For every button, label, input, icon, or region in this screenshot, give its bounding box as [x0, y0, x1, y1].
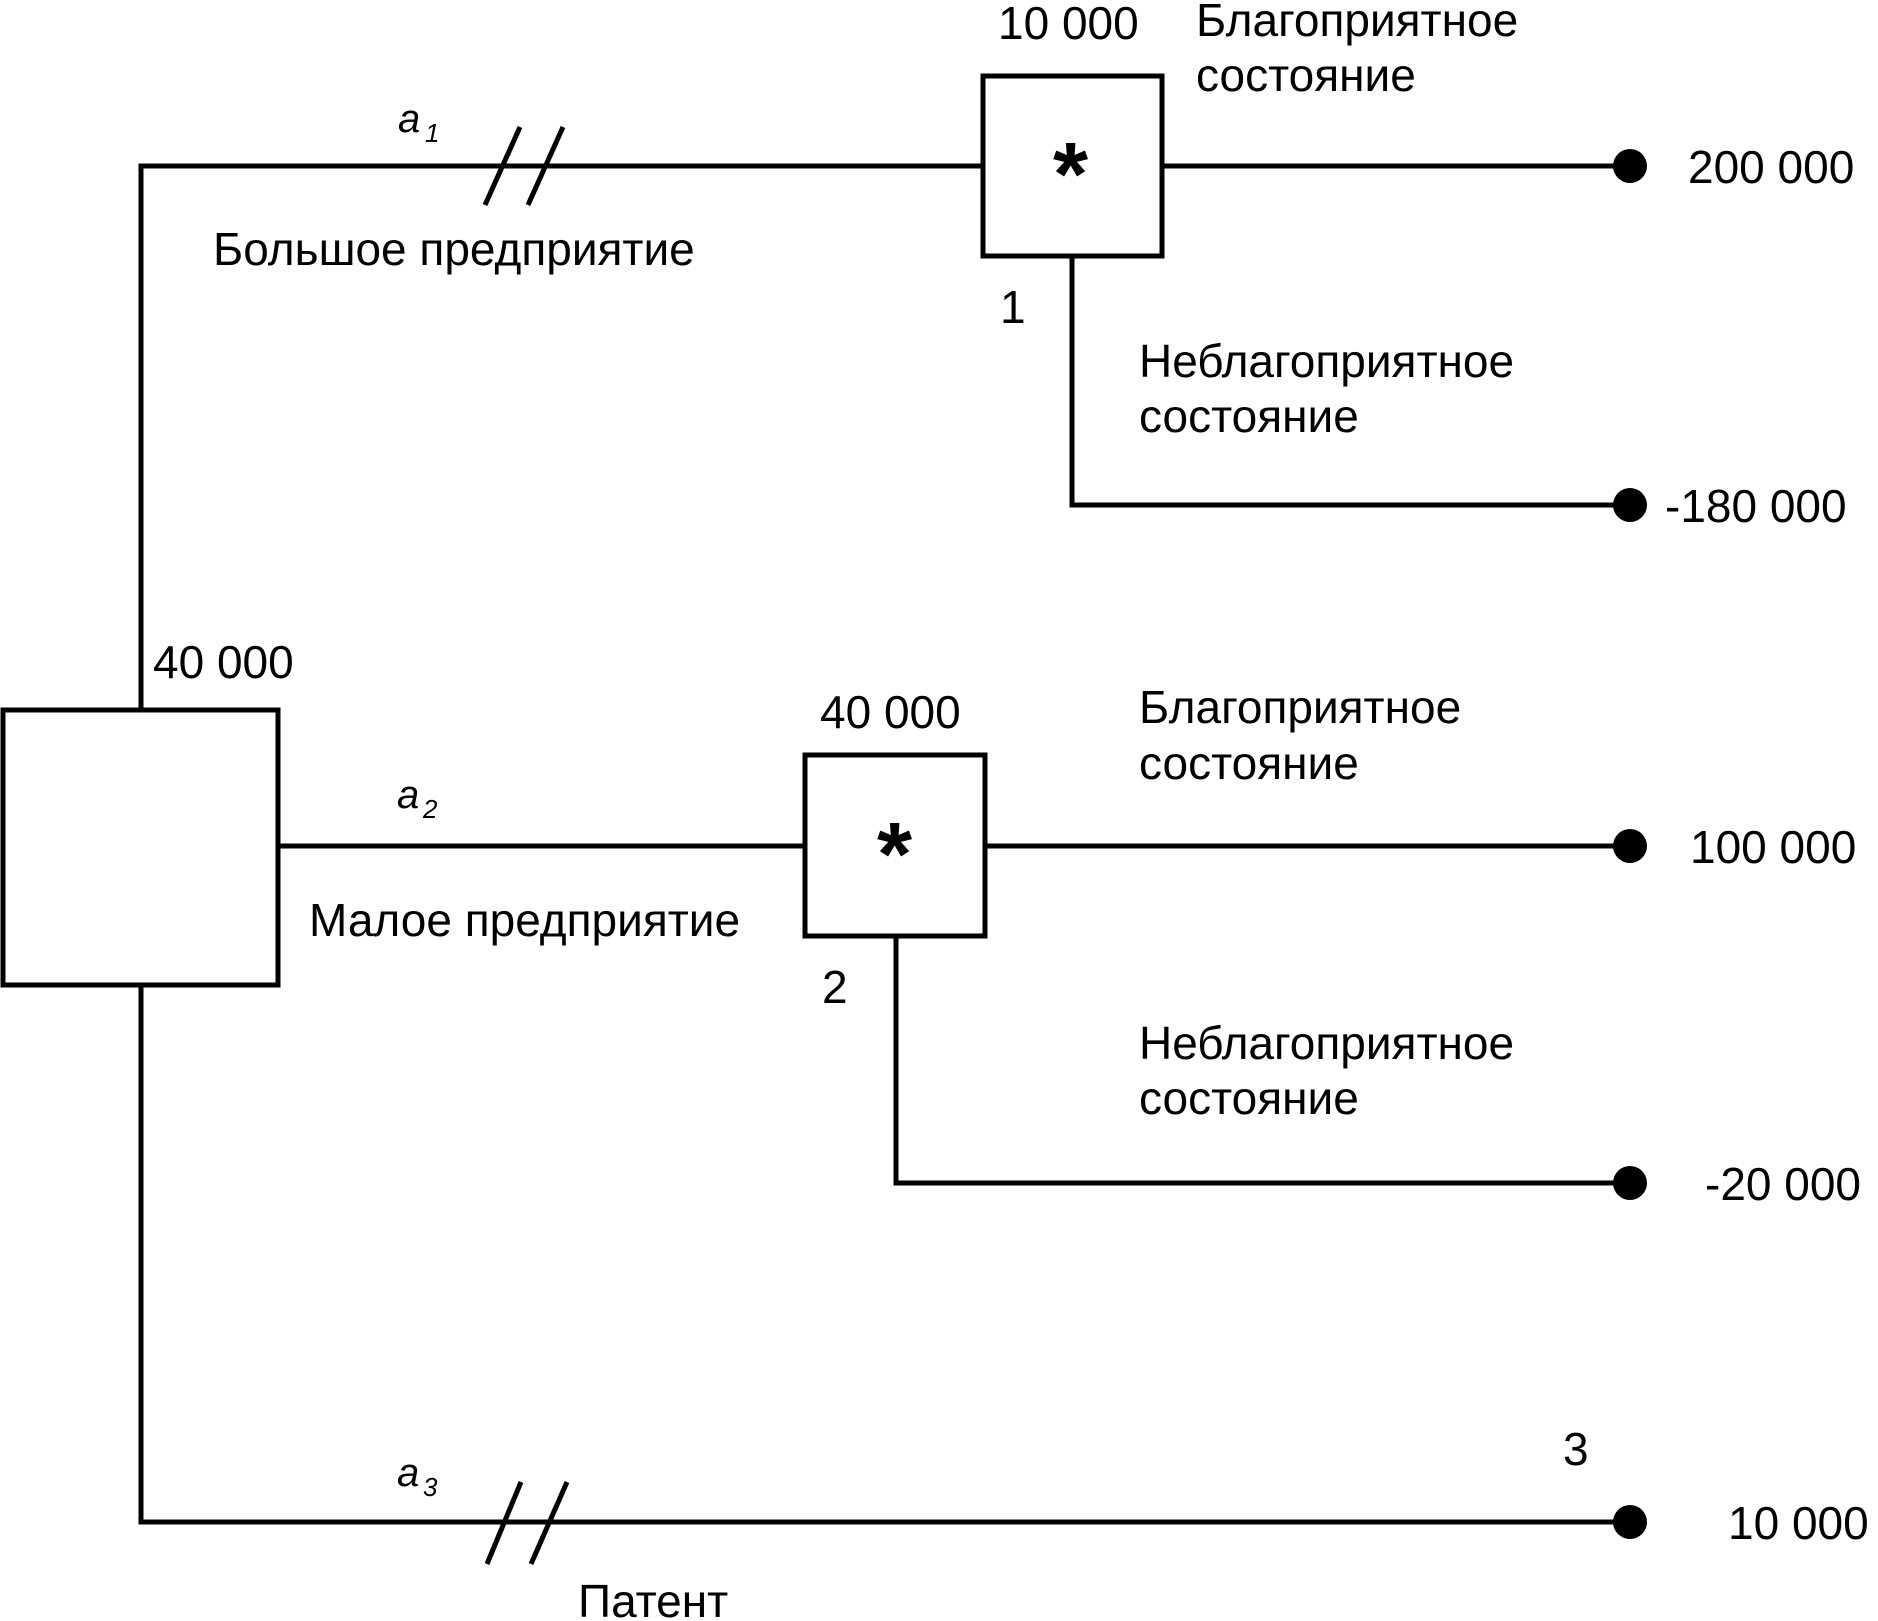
node2-unfavorable-payoff: -20 000: [1705, 1158, 1861, 1210]
branch-a3-break-mark: [484, 1480, 570, 1566]
branch-a3-name: Патент: [578, 1575, 728, 1621]
branch-a1-label-letter: a: [398, 97, 420, 141]
node1-favorable-state-line2: состояние: [1196, 49, 1416, 101]
branch-a3-label-letter: a: [397, 1451, 419, 1495]
chance-node-2-number: 2: [822, 961, 848, 1013]
chance-node-1: [980, 73, 1165, 259]
chance-node-1-value: 10 000: [998, 0, 1139, 49]
branch-a1-label-index: 1: [425, 118, 439, 148]
node1-unfavorable-terminal: [1613, 488, 1647, 522]
node2-unfavorable-state-line1: Неблагоприятное: [1139, 1017, 1514, 1069]
decision-node: [0, 707, 281, 988]
node1-unfavorable-state-line1: Неблагоприятное: [1139, 335, 1514, 387]
node2-unfavorable-state-line2: состояние: [1139, 1072, 1359, 1124]
node3-number: 3: [1563, 1423, 1589, 1475]
chance-node-1-number: 1: [1000, 281, 1026, 333]
node3-terminal: [1613, 1505, 1647, 1539]
chance-node-2-symbol: *: [877, 805, 912, 905]
node2-favorable-state-line1: Благоприятное: [1139, 681, 1461, 733]
node2-unfavorable-line: [893, 936, 1630, 1186]
node2-favorable-state-line2: состояние: [1139, 737, 1359, 789]
chance-node-2-value: 40 000: [820, 686, 961, 738]
node1-unfavorable-payoff: -180 000: [1665, 480, 1847, 532]
node1-favorable-payoff: 200 000: [1688, 141, 1854, 193]
node1-favorable-terminal: [1613, 149, 1647, 183]
branch-a1-name: Большое предприятие: [213, 223, 695, 275]
chance-node-1-symbol: *: [1053, 125, 1088, 225]
branch-a3-label-index: 3: [423, 1472, 438, 1502]
decision-node-value: 40 000: [153, 636, 294, 688]
node1-unfavorable-line: [1069, 256, 1630, 508]
branch-a2-label-letter: a: [397, 773, 419, 817]
node1-favorable-state-line1: Благоприятное: [1196, 0, 1518, 46]
node1-unfavorable-state-line2: состояние: [1139, 390, 1359, 442]
node2-unfavorable-terminal: [1613, 1166, 1647, 1200]
branch-a2-label-index: 2: [422, 794, 438, 824]
branch-a1-line: [138, 163, 983, 710]
node2-favorable-terminal: [1613, 829, 1647, 863]
branch-a3-line: [138, 985, 1630, 1525]
branch-a2-name: Малое предприятие: [309, 894, 740, 946]
node3-payoff: 10 000: [1728, 1497, 1869, 1549]
node2-favorable-payoff: 100 000: [1690, 821, 1856, 873]
branch-a1-break-mark: [482, 125, 566, 207]
